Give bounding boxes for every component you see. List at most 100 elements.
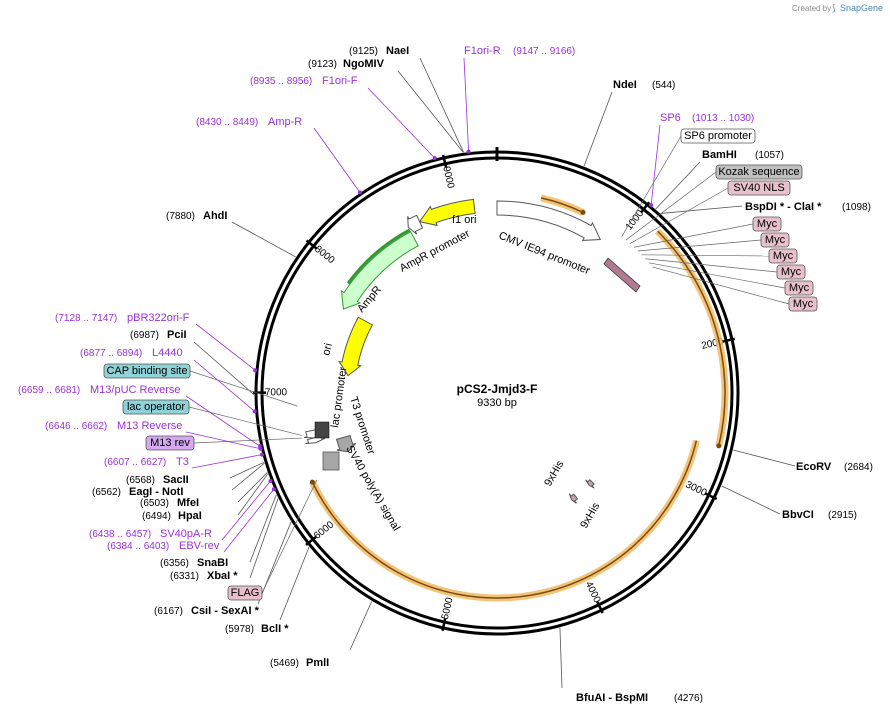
site-pmli[interactable]: (5469) PmlI: [270, 657, 329, 669]
orf-line: [311, 440, 698, 599]
svg-text:(6356): (6356): [160, 558, 189, 569]
svg-text:(6331): (6331): [170, 571, 199, 582]
orf-arcs: [309, 194, 729, 602]
leader-line: [193, 359, 255, 412]
svg-text:CsiI - SexAI *: CsiI - SexAI *: [191, 605, 260, 617]
primer-m13-puc-reverse[interactable]: (6659 .. 6681) M13/pUC Reverse: [18, 384, 180, 396]
feature-arrow: [335, 434, 357, 453]
leader-line: [367, 87, 435, 159]
site-pcii[interactable]: (6987) PciI: [130, 329, 187, 341]
svg-text:(8430 .. 8449): (8430 .. 8449): [196, 117, 258, 128]
site-csii-sexai[interactable]: (6167) CsiI - SexAI *: [154, 605, 260, 617]
site-bamhi[interactable]: BamHI (1057): [702, 149, 784, 161]
credit-brand: SnapGene: [840, 3, 883, 13]
site-naei[interactable]: (9125) NaeI: [349, 45, 409, 57]
site-ngomiv[interactable]: (9123) NgoMIV: [308, 58, 385, 70]
orf-band: [309, 439, 700, 602]
box-leader-line: [621, 135, 682, 237]
box-leader-line: [641, 254, 770, 257]
sv40-block: [322, 451, 340, 471]
svg-text:EagI - NotI: EagI - NotI: [129, 486, 183, 498]
leader-line: [559, 627, 563, 689]
site-bspdi-clai[interactable]: BspDI * - ClaI * (1098): [745, 201, 871, 213]
primer-amp-r[interactable]: (8430 .. 8449) Amp-R: [196, 116, 302, 128]
primer-t3[interactable]: (6607 .. 6627) T3: [104, 456, 189, 468]
svg-text:(6659 .. 6681): (6659 .. 6681): [18, 385, 80, 396]
boxed-label-bg: [752, 216, 782, 232]
site-snabi[interactable]: (6356) SnaBI: [160, 557, 228, 569]
svg-text:(2684): (2684): [844, 462, 873, 473]
boxed-label-bg: [227, 585, 263, 601]
tick-mark: [640, 201, 651, 214]
tick-label: 6000: [312, 519, 337, 542]
svg-text:(8935 .. 8956): (8935 .. 8956): [250, 76, 312, 87]
svg-text:SnaBI: SnaBI: [197, 557, 228, 569]
box-leader-line: [189, 370, 298, 407]
primer-site-marker: [268, 479, 273, 484]
site-bbvci[interactable]: BbvCI (2915): [782, 509, 857, 521]
plasmid-name: pCS2-Jmjd3-F: [457, 382, 538, 396]
svg-text:BfuAI - BspMI: BfuAI - BspMI: [576, 692, 648, 704]
svg-text:M13 Reverse: M13 Reverse: [117, 420, 182, 432]
site-mfei[interactable]: (6503) MfeI: [140, 497, 199, 509]
site-bcli[interactable]: (5978) BclI *: [225, 623, 289, 635]
site-eagi-noti[interactable]: (6562) EagI - NotI: [92, 486, 183, 498]
primer-l4440[interactable]: (6877 .. 6894) L4440: [80, 347, 183, 359]
orf-line: [657, 230, 726, 447]
site-ndei[interactable]: NdeI (544): [613, 79, 675, 91]
leader-line: [463, 57, 469, 152]
boxed-label-text: Kozak sequence: [718, 166, 799, 178]
leader-line: [349, 601, 373, 651]
boxed-label-text: SP6 promoter: [684, 130, 752, 142]
leader-line: [237, 473, 269, 516]
svg-text:(6568): (6568): [126, 475, 155, 486]
primer-sv40pa-r[interactable]: (6438 .. 6457) SV40pA-R: [89, 528, 212, 540]
leader-line: [655, 161, 701, 210]
boxed-label-text: FLAG: [231, 587, 260, 599]
leader-line: [733, 449, 796, 467]
orf-arrow-tip: [309, 479, 315, 485]
svg-text:NgoMIV: NgoMIV: [343, 58, 385, 70]
primer-m13-reverse[interactable]: (6646 .. 6662) M13 Reverse: [45, 420, 182, 432]
svg-text:pBR322ori-F: pBR322ori-F: [127, 312, 190, 324]
boxed-label-text: Myc: [773, 250, 794, 262]
site-xbai[interactable]: (6331) XbaI *: [170, 570, 238, 582]
svg-text:(9147 .. 9166): (9147 .. 9166): [513, 46, 575, 57]
boxed-label-text: Myc: [789, 282, 810, 294]
primer-pbr322ori-f[interactable]: (7128 .. 7147) pBR322ori-F: [55, 312, 190, 324]
svg-text:BamHI: BamHI: [702, 149, 737, 161]
svg-text:XbaI *: XbaI *: [207, 570, 238, 582]
svg-text:BspDI * - ClaI *: BspDI * - ClaI *: [745, 201, 822, 213]
primer-site-marker: [271, 487, 276, 492]
site-ecorv[interactable]: EcoRV (2684): [796, 461, 873, 473]
svg-text:EcoRV: EcoRV: [796, 461, 832, 473]
box-leader-line: [633, 223, 754, 248]
svg-text:(9125): (9125): [349, 46, 378, 57]
site-hpai[interactable]: (6494) HpaI: [142, 510, 202, 522]
primer-site-marker: [258, 446, 263, 451]
site-bfuai-bspmi[interactable]: BfuAI - BspMI (4276): [576, 692, 703, 704]
leader-lines: [185, 57, 796, 689]
credit-created-by: Created by: [792, 4, 831, 13]
svg-text:(9123): (9123): [308, 59, 337, 70]
tick-mark: [305, 239, 318, 250]
svg-text:(6438 .. 6457): (6438 .. 6457): [89, 529, 151, 540]
primer-f1ori-f[interactable]: (8935 .. 8956) F1ori-F: [250, 75, 358, 87]
svg-text:(7128 .. 7147): (7128 .. 7147): [55, 313, 117, 324]
box-leader-line: [193, 437, 303, 444]
box-leader-line: [645, 258, 778, 273]
primer-ebv-rev[interactable]: (6384 .. 6403) EBV-rev: [107, 540, 220, 552]
leader-line: [229, 461, 265, 479]
boxed-label-bg: [145, 435, 195, 451]
svg-text:BbvCI: BbvCI: [782, 509, 814, 521]
site-ahdi[interactable]: (7880) AhdI: [166, 210, 227, 222]
svg-text:(6503): (6503): [140, 498, 169, 509]
svg-text:(1057): (1057): [755, 150, 784, 161]
svg-text:NdeI: NdeI: [613, 79, 637, 91]
primer-f1ori-r[interactable]: F1ori-R (9147 .. 9166): [464, 45, 575, 57]
primer-sp6[interactable]: SP6 (1013 .. 1030): [660, 112, 754, 124]
plasmid-size: 9330 bp: [477, 397, 517, 409]
site-sacii[interactable]: (6568) SacII: [126, 474, 189, 486]
leader-line: [419, 57, 464, 153]
